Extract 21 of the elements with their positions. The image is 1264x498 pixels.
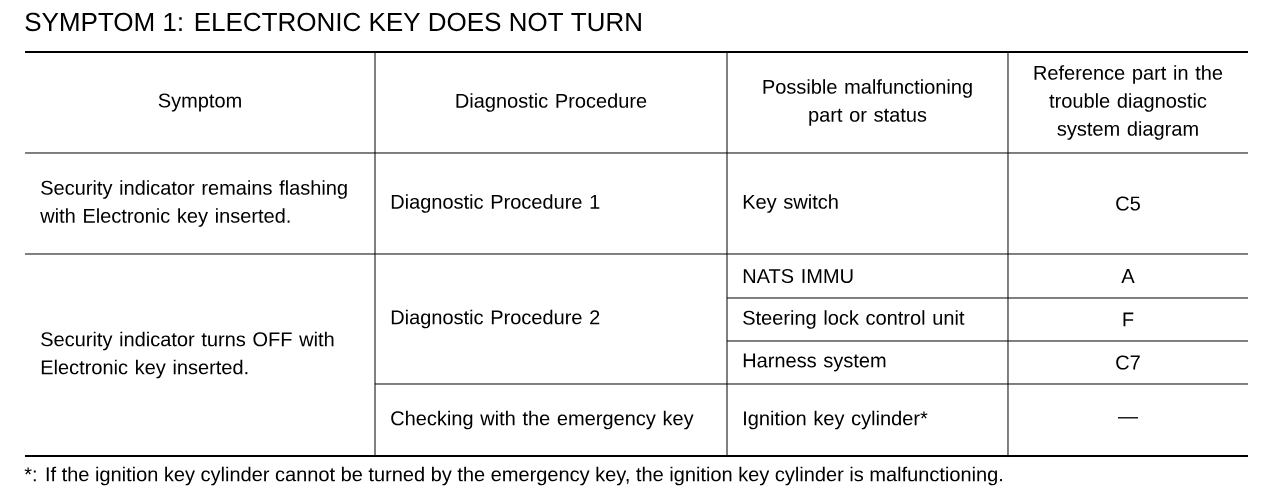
header-cell: Reference part in the trouble diagnostic system diagram: [1034, 65, 1223, 140]
table-cell: Steering lock control unit: [743, 310, 965, 329]
header-cell: Symptom: [158, 93, 241, 112]
table-cell: Diagnostic Procedure 1: [391, 194, 600, 213]
table-cell: Key switch: [743, 194, 838, 213]
table-cell: Harness system: [743, 353, 886, 372]
header-cell: Possible malfunctioning part or status: [763, 79, 972, 126]
table-cell: Diagnostic Procedure 2: [391, 309, 600, 329]
header-cell: Diagnostic Procedure: [456, 93, 647, 112]
table-cell: —: [1118, 417, 1138, 419]
table-cell: Security indicator remains flashing with Electronic key inserted.: [40, 180, 347, 227]
table-cell: Ignition key cylinder*: [744, 410, 928, 430]
table-cell: C7: [1116, 355, 1140, 370]
table-cell: Checking with the emergency key: [391, 410, 694, 430]
table-cell: C5: [1116, 196, 1140, 211]
footnote: *: If the ignition key cylinder cannot be turned by the emergency key, the ignition key cylinder is malfunctioning.: [24, 466, 1002, 486]
table-cell: NATS IMMU: [743, 268, 853, 284]
table-cell: Security indicator turns OFF with Electronic key inserted.: [41, 331, 334, 379]
table-cell: F: [1123, 312, 1134, 327]
table-cell: A: [1121, 269, 1135, 283]
title: SYMPTOM 1: ELECTRONIC KEY DOES NOT TURN: [25, 12, 641, 32]
